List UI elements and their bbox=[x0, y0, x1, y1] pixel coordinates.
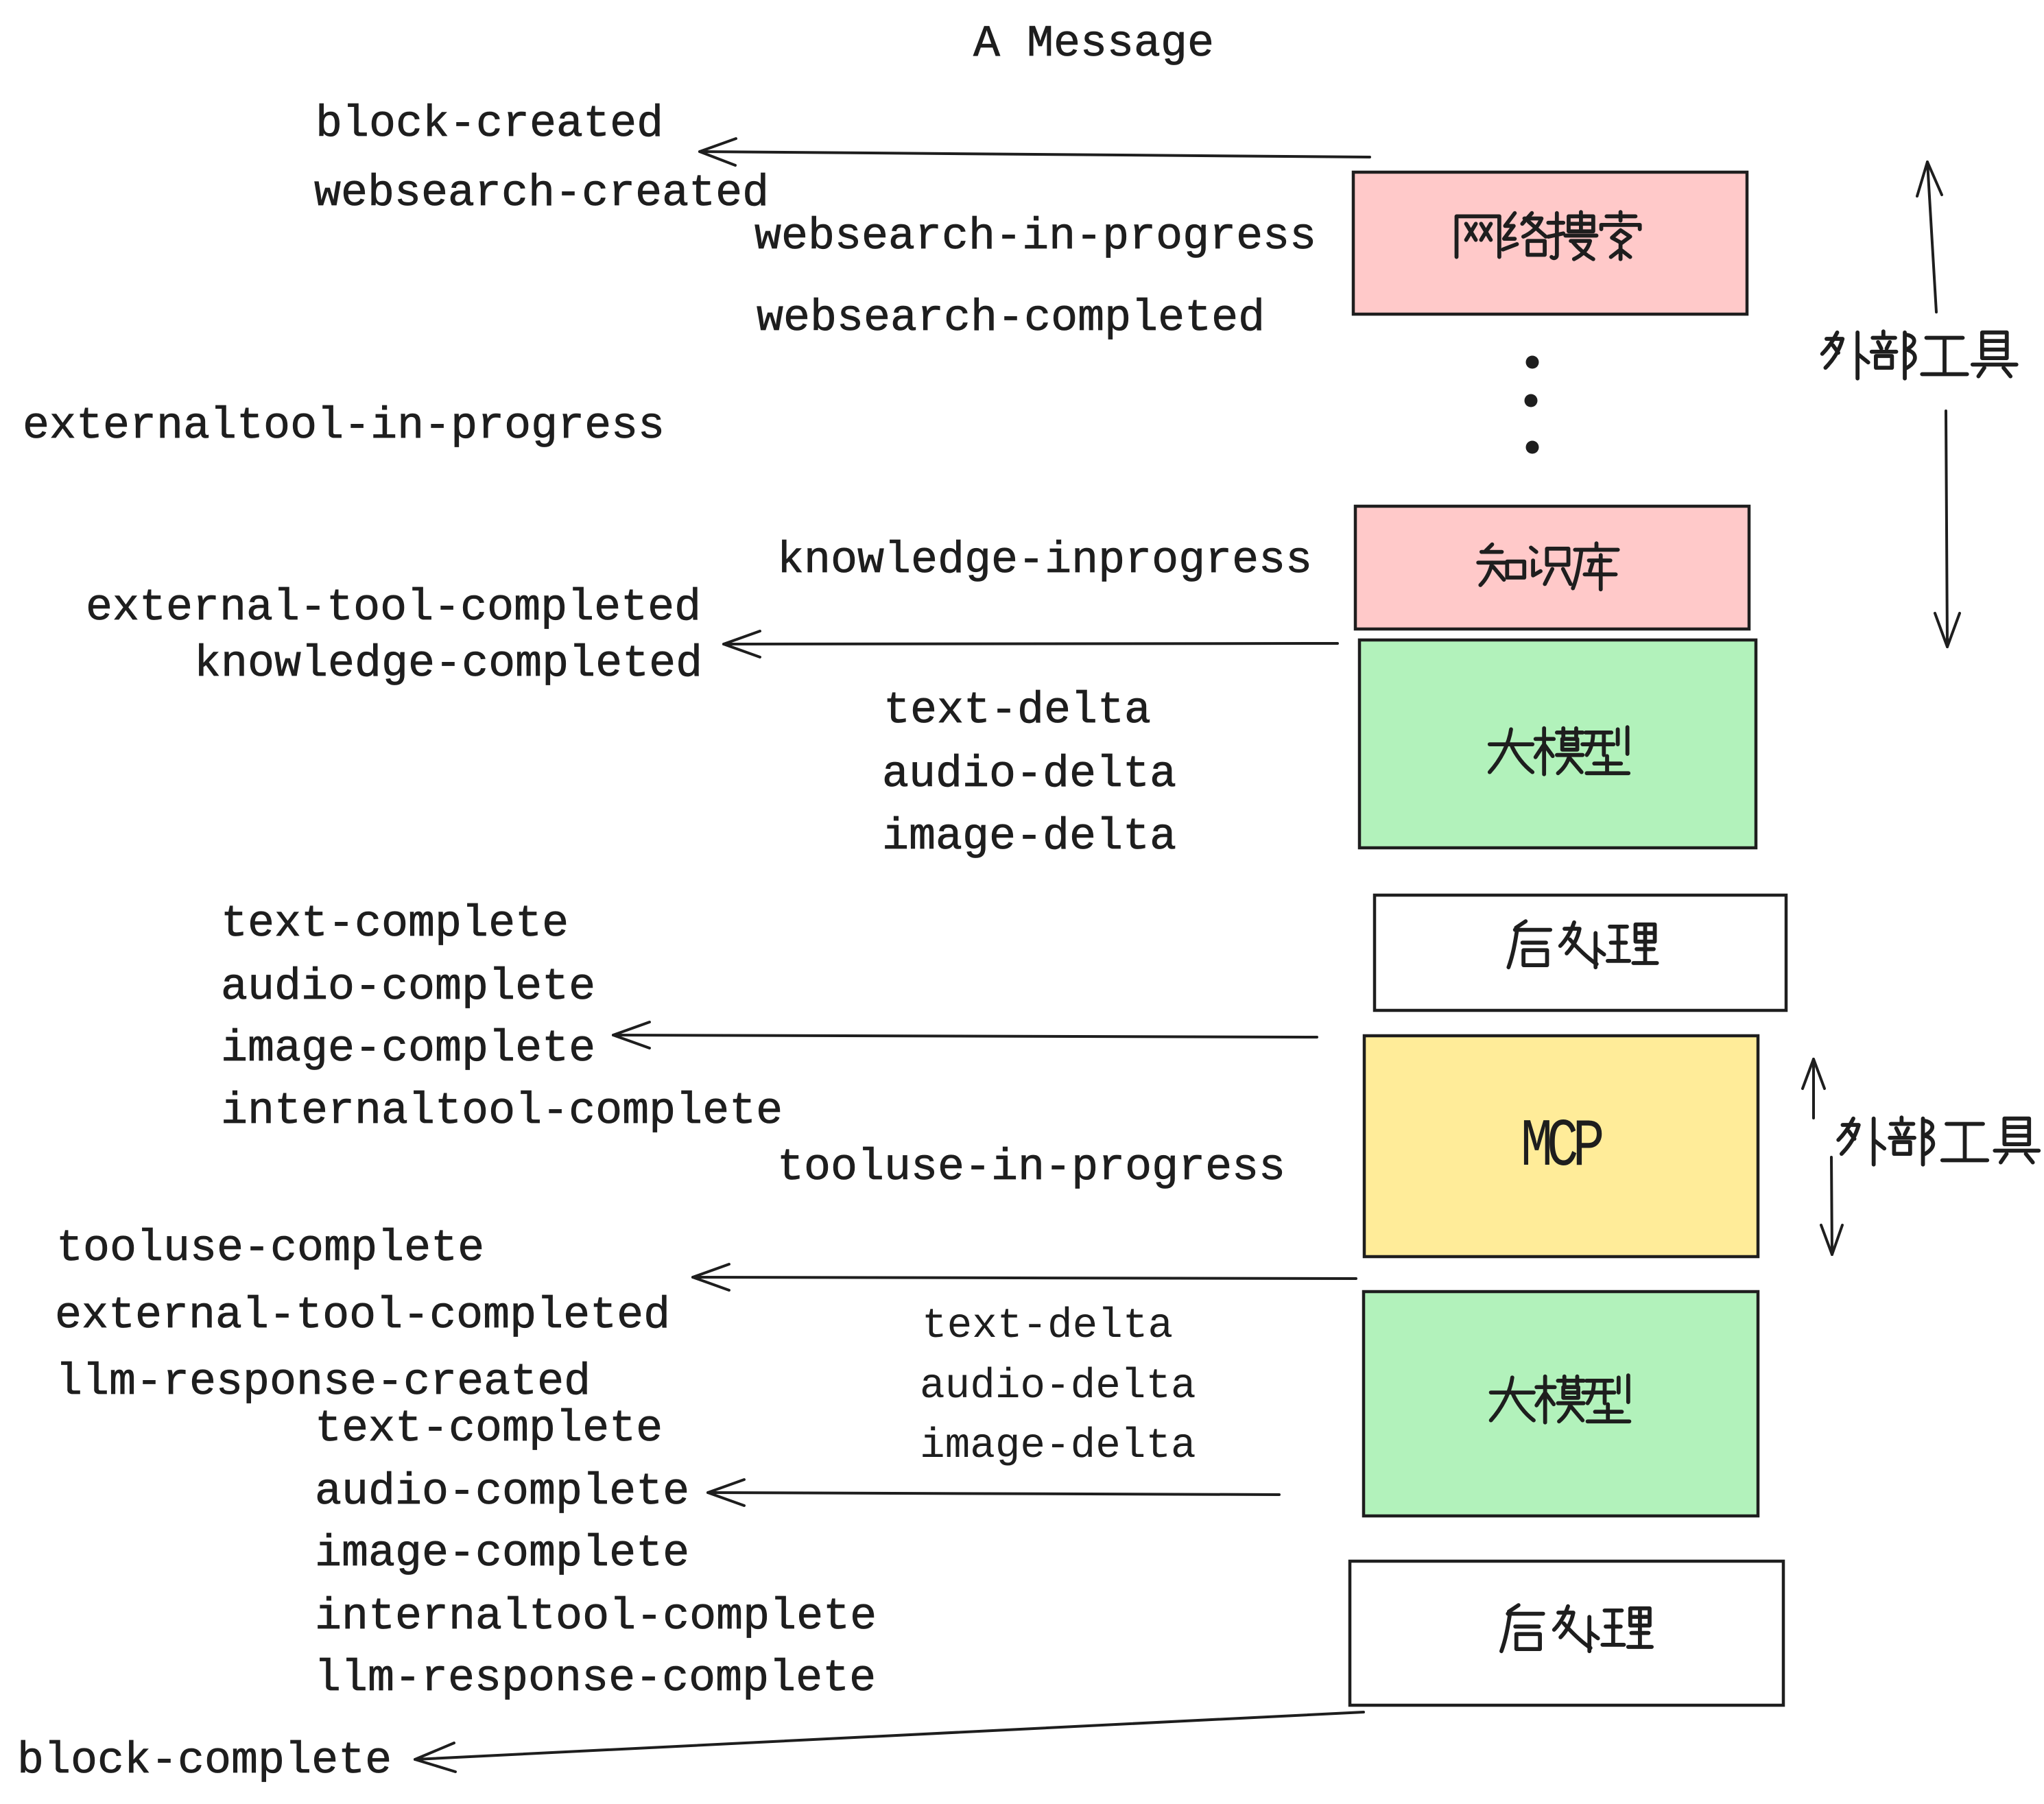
svg-text:websearch-created: websearch-created bbox=[314, 168, 769, 219]
svg-text:audio-delta: audio-delta bbox=[882, 749, 1176, 800]
svg-text:MCP: MCP bbox=[1521, 1108, 1602, 1185]
svg-text:external-tool-completed: external-tool-completed bbox=[86, 582, 701, 633]
svg-text:block-created: block-created bbox=[316, 99, 663, 150]
svg-text:knowledge-completed: knowledge-completed bbox=[194, 639, 702, 689]
svg-text:tooluse-in-progress: tooluse-in-progress bbox=[777, 1142, 1285, 1193]
svg-text:external-tool-completed: external-tool-completed bbox=[55, 1290, 670, 1341]
svg-text:knowledge-inprogress: knowledge-inprogress bbox=[777, 535, 1312, 586]
svg-text:image-complete: image-complete bbox=[221, 1023, 595, 1074]
svg-text:tooluse-complete: tooluse-complete bbox=[56, 1223, 484, 1274]
svg-text:block-complete: block-complete bbox=[17, 1735, 392, 1786]
svg-text:image-delta: image-delta bbox=[920, 1423, 1196, 1470]
svg-text:text-delta: text-delta bbox=[883, 685, 1151, 736]
svg-text:image-complete: image-complete bbox=[315, 1528, 689, 1579]
svg-text:internaltool-complete: internaltool-complete bbox=[315, 1591, 877, 1642]
svg-text:text-complete: text-complete bbox=[221, 899, 569, 949]
svg-text:llm-response-created: llm-response-created bbox=[56, 1357, 591, 1408]
svg-text:A Message: A Message bbox=[973, 19, 1214, 69]
svg-text:llm-response-complete: llm-response-complete bbox=[314, 1653, 876, 1704]
svg-text:text-delta: text-delta bbox=[922, 1303, 1173, 1350]
svg-text:externaltool-in-progress: externaltool-in-progress bbox=[23, 401, 665, 451]
svg-text:websearch-in-progress: websearch-in-progress bbox=[754, 211, 1316, 262]
svg-text:image-delta: image-delta bbox=[882, 811, 1176, 862]
svg-text:internaltool-complete: internaltool-complete bbox=[221, 1086, 783, 1137]
svg-text:audio-complete: audio-complete bbox=[315, 1467, 689, 1517]
svg-text:audio-complete: audio-complete bbox=[221, 962, 595, 1012]
svg-text:audio-delta: audio-delta bbox=[920, 1363, 1196, 1410]
svg-text:text-complete: text-complete bbox=[315, 1403, 663, 1454]
svg-text:websearch-completed: websearch-completed bbox=[757, 293, 1265, 344]
